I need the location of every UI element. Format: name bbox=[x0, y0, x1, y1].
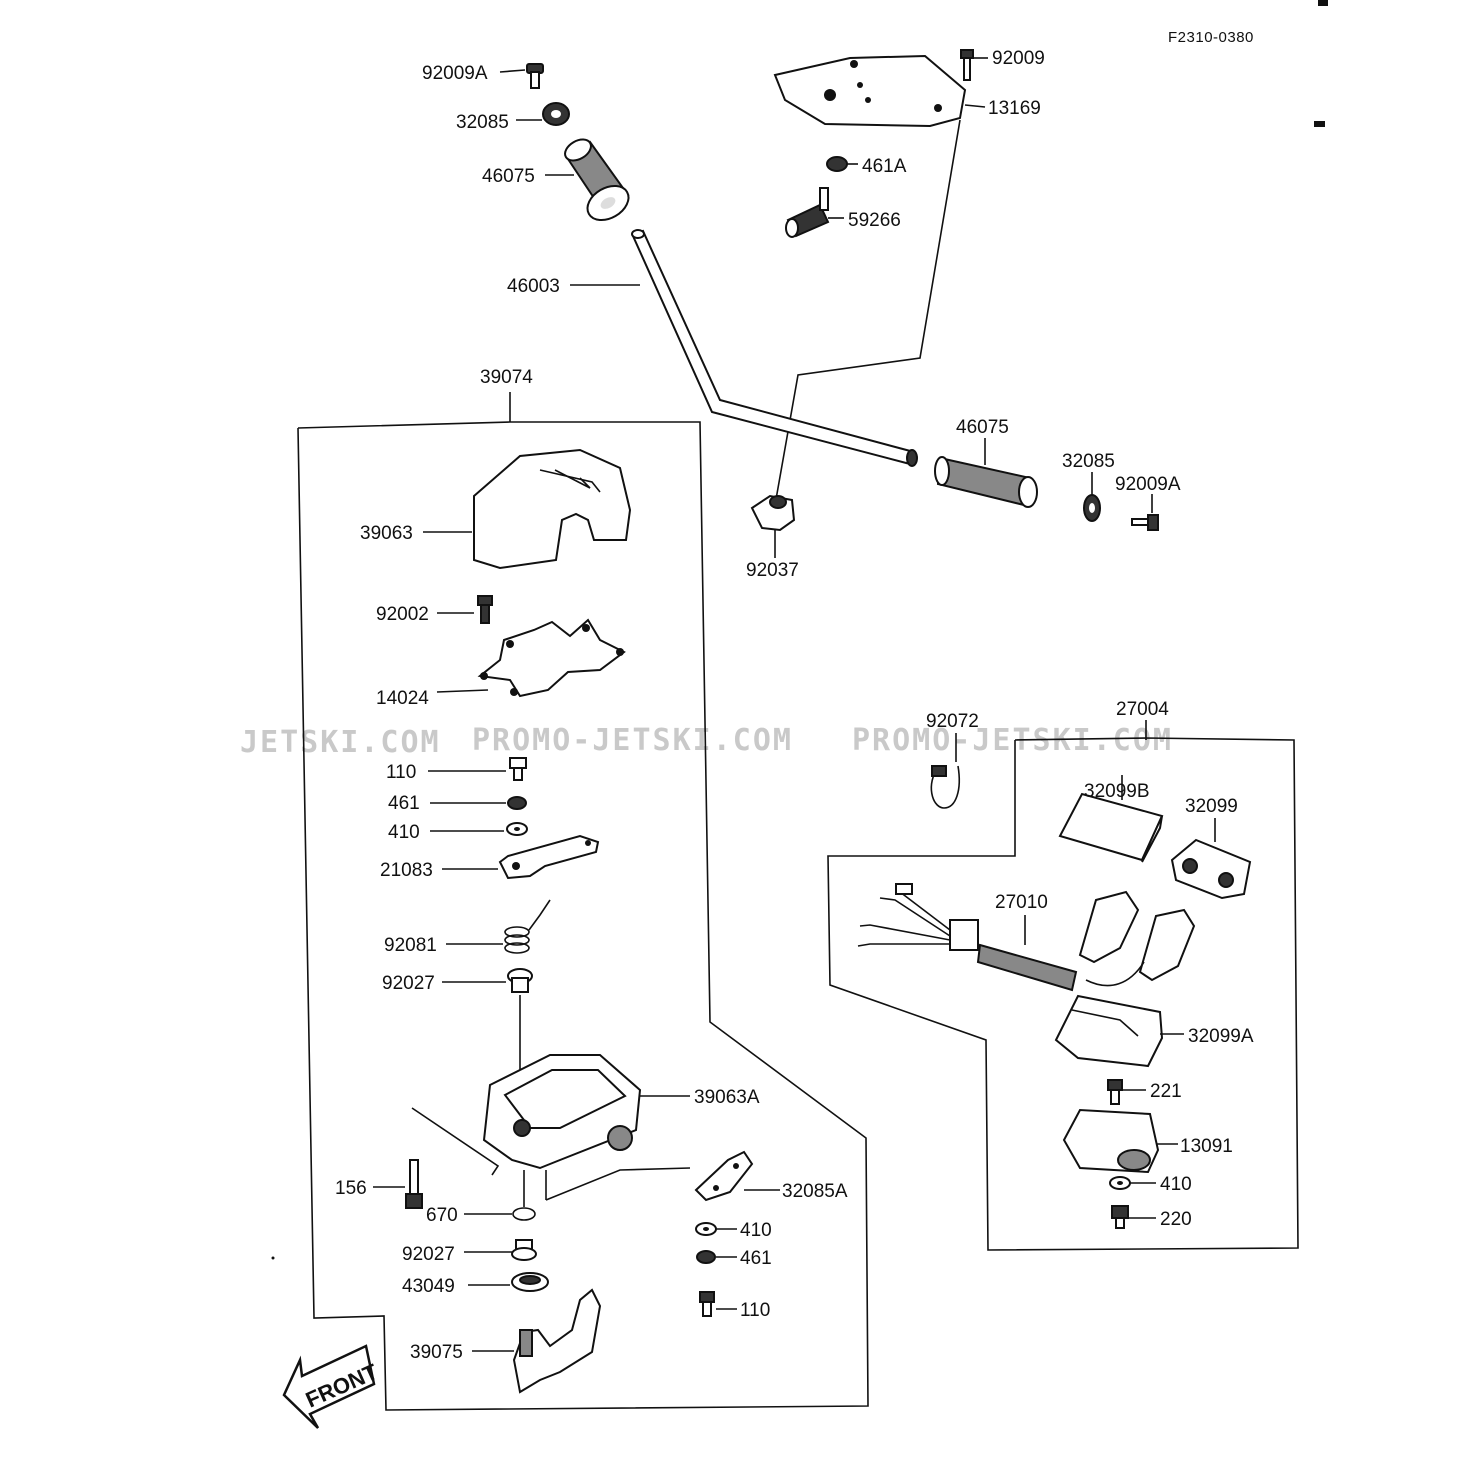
label-13169: 13169 bbox=[988, 98, 1041, 119]
part-43049-seal bbox=[511, 1272, 549, 1292]
part-110-bolt-b bbox=[699, 1291, 715, 1317]
assembly-27004-outline bbox=[827, 737, 1299, 1251]
assembly-39074-outline bbox=[297, 421, 869, 1411]
watermark-3: PROMO-JETSKI.COM bbox=[852, 723, 1173, 758]
part-92081-spring bbox=[504, 899, 551, 954]
part-156-bolt bbox=[405, 1159, 423, 1209]
label-43049: 43049 bbox=[402, 1276, 455, 1297]
label-92072: 92072 bbox=[926, 711, 979, 732]
part-410-washer-c bbox=[1109, 1176, 1131, 1190]
label-410-c: 410 bbox=[1160, 1174, 1192, 1195]
part-461-nut-a bbox=[507, 796, 527, 810]
part-59266-fitting bbox=[785, 187, 830, 238]
corner-mark bbox=[1318, 0, 1328, 6]
label-32085A: 32085A bbox=[782, 1181, 848, 1202]
part-39075-throttle-lever bbox=[512, 1288, 602, 1394]
part-39063A-housing bbox=[482, 1054, 642, 1170]
label-92037: 92037 bbox=[746, 560, 799, 581]
label-92009A-right: 92009A bbox=[1115, 474, 1181, 495]
part-39063-cover bbox=[473, 448, 632, 570]
label-59266: 59266 bbox=[848, 210, 901, 231]
label-32085-right: 32085 bbox=[1062, 451, 1115, 472]
part-32099A-housing bbox=[1054, 994, 1164, 1068]
part-220-screw bbox=[1111, 1205, 1129, 1229]
part-13169-plate bbox=[773, 54, 967, 128]
part-46075-grip-top bbox=[564, 138, 630, 222]
part-221-screw bbox=[1107, 1079, 1123, 1105]
leader-156 bbox=[411, 1107, 500, 1176]
watermark-2: PROMO-JETSKI.COM bbox=[472, 723, 793, 758]
label-39063: 39063 bbox=[360, 523, 413, 544]
watermark-1: JETSKI.COM bbox=[240, 725, 441, 760]
label-32085-top: 32085 bbox=[456, 112, 509, 133]
label-156: 156 bbox=[335, 1178, 367, 1199]
part-27010-switch-harness bbox=[857, 883, 1196, 992]
part-32099-body bbox=[1170, 838, 1252, 900]
label-14024: 14024 bbox=[376, 688, 429, 709]
part-461-nut-b bbox=[696, 1250, 716, 1264]
part-13091-clamp bbox=[1062, 1108, 1160, 1174]
leader-32085A-box bbox=[545, 1167, 691, 1201]
label-92027-b: 92027 bbox=[402, 1244, 455, 1265]
part-110-bolt-a bbox=[509, 757, 527, 781]
label-46003: 46003 bbox=[507, 276, 560, 297]
figure-code: F2310-0380 bbox=[1168, 29, 1254, 46]
label-110-b: 110 bbox=[740, 1300, 770, 1321]
label-92009A-top: 92009A bbox=[422, 63, 488, 84]
part-32099B-cap bbox=[1058, 792, 1164, 863]
part-92009-screw bbox=[960, 49, 974, 81]
label-32099B: 32099B bbox=[1084, 781, 1150, 802]
label-92002: 92002 bbox=[376, 604, 429, 625]
part-32085A-bracket bbox=[694, 1150, 754, 1202]
part-92027-bushing-a bbox=[507, 968, 533, 993]
watermark-group: JETSKI.COM PROMO-JETSKI.COM PROMO-JETSKI… bbox=[240, 723, 1173, 760]
label-32099A: 32099A bbox=[1188, 1026, 1254, 1047]
label-39063A: 39063A bbox=[694, 1087, 760, 1108]
part-46075-grip-right bbox=[934, 456, 1038, 508]
label-221: 221 bbox=[1150, 1081, 1182, 1102]
part-410-washer-b bbox=[695, 1222, 717, 1236]
leader-plate-to-clamp bbox=[774, 119, 961, 506]
part-92009A-screw-right bbox=[1131, 514, 1159, 531]
label-39074: 39074 bbox=[480, 367, 533, 388]
label-220: 220 bbox=[1160, 1209, 1192, 1230]
label-410-a: 410 bbox=[388, 822, 420, 843]
label-13091: 13091 bbox=[1180, 1136, 1233, 1157]
label-27004: 27004 bbox=[1116, 699, 1169, 720]
label-670: 670 bbox=[426, 1205, 458, 1226]
label-92009: 92009 bbox=[992, 48, 1045, 69]
part-32085-washer-right bbox=[1083, 494, 1101, 522]
label-21083: 21083 bbox=[380, 860, 433, 881]
label-410-b: 410 bbox=[740, 1220, 772, 1241]
label-46075-top: 46075 bbox=[482, 166, 535, 187]
front-direction-arrow: FRONT bbox=[282, 1344, 382, 1429]
part-92072-band bbox=[930, 765, 960, 809]
label-27010: 27010 bbox=[995, 892, 1048, 913]
edge-mark bbox=[1314, 121, 1325, 127]
part-670-oring bbox=[512, 1207, 536, 1221]
part-92002-screw bbox=[477, 595, 493, 624]
label-92027-a: 92027 bbox=[382, 973, 435, 994]
part-46003-handlebar bbox=[631, 229, 918, 467]
label-32099: 32099 bbox=[1185, 796, 1238, 817]
label-46075-right: 46075 bbox=[956, 417, 1009, 438]
artifact-dot bbox=[271, 1256, 275, 1260]
part-461A-nut bbox=[826, 156, 848, 172]
part-92027-bushing-b bbox=[511, 1239, 537, 1261]
label-461A: 461A bbox=[862, 156, 907, 177]
label-39075: 39075 bbox=[410, 1342, 463, 1363]
part-21083-lever bbox=[498, 834, 600, 880]
part-410-washer-a bbox=[506, 822, 528, 836]
part-92009A-screw-top bbox=[526, 63, 544, 89]
part-32085-washer-top bbox=[542, 102, 570, 126]
label-110-a: 110 bbox=[386, 762, 416, 783]
label-92081: 92081 bbox=[384, 935, 437, 956]
part-92037-clamp bbox=[750, 494, 796, 532]
label-461-b: 461 bbox=[740, 1248, 772, 1269]
part-14024-gasket bbox=[477, 618, 626, 698]
label-461-a: 461 bbox=[388, 793, 420, 814]
